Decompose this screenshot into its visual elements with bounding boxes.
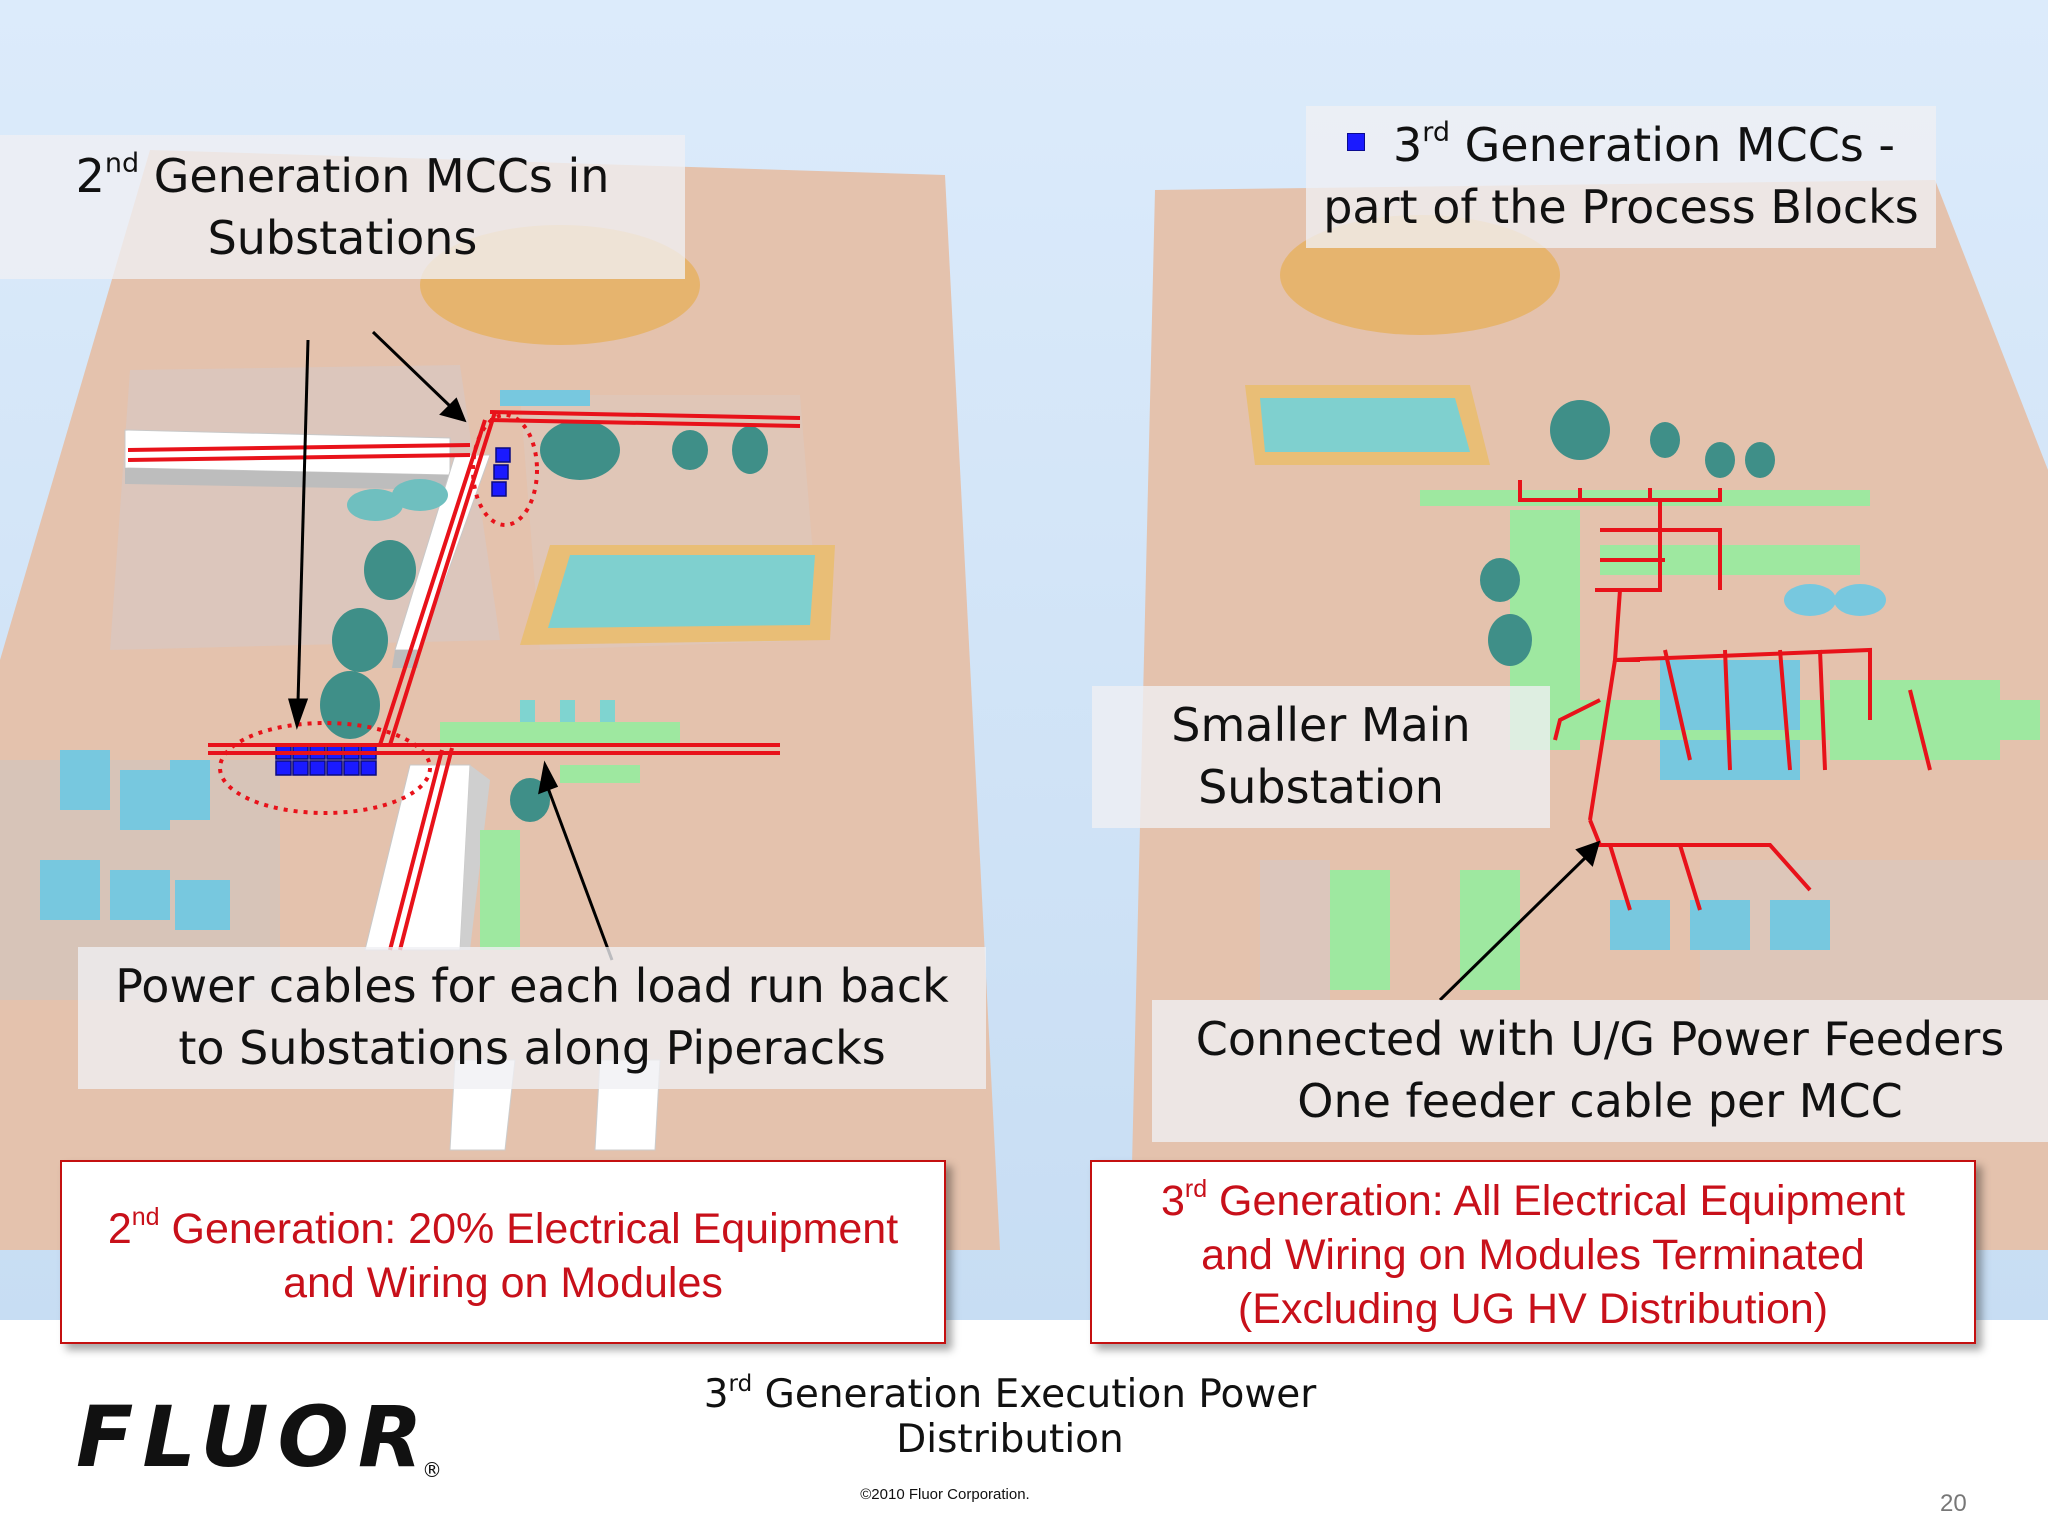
right-summary-line3: (Excluding UG HV Distribution) xyxy=(1237,1285,1829,1333)
left-tanks xyxy=(320,420,768,822)
left-modules xyxy=(440,700,680,950)
right-callout-top-line2: part of the Process Blocks xyxy=(1323,180,1919,234)
right-callout-top: 3rd Generation MCCs - part of the Proces… xyxy=(1306,106,1936,248)
right-callout-bottom-line2: One feeder cable per MCC xyxy=(1297,1074,1903,1128)
right-summary-line1: 3rd Generation: All Electrical Equipment xyxy=(1160,1175,1906,1226)
right-callout-top-line1: 3rd Generation MCCs - xyxy=(1306,114,1936,176)
left-callout-top-line1: 2nd Generation MCCs in xyxy=(75,148,610,203)
left-summary-box: 2nd Generation: 20% Electrical Equipment… xyxy=(60,1160,946,1344)
right-callout-bottom-line1: Connected with U/G Power Feeders xyxy=(1195,1012,2005,1066)
right-callout-mid-line1: Smaller Main xyxy=(1171,698,1471,752)
left-callout-bottom-line1: Power cables for each load run back xyxy=(115,959,949,1013)
registered-mark: ® xyxy=(422,1458,442,1482)
left-summary-line1: 2nd Generation: 20% Electrical Equipment xyxy=(107,1203,899,1254)
slide-title: 3rd Generation Execution Power Distribut… xyxy=(703,1371,1317,1462)
right-power-cables xyxy=(1518,480,1932,911)
left-arrows xyxy=(288,330,614,961)
left-power-cables xyxy=(127,410,801,951)
page-number: 20 xyxy=(1940,1490,1967,1517)
left-mcc-ring-bottom xyxy=(218,721,432,815)
left-callout-bottom: Power cables for each load run back to S… xyxy=(78,947,986,1089)
left-callout-top-line2: Substations xyxy=(207,211,478,265)
left-mcc-ring-top xyxy=(471,413,539,527)
right-summary-line2: and Wiring on Modules Terminated xyxy=(1201,1231,1865,1279)
bullet-square-icon xyxy=(1346,133,1365,151)
right-callout-bottom: Connected with U/G Power Feeders One fee… xyxy=(1152,1000,2048,1142)
left-callout-bottom-line2: to Substations along Piperacks xyxy=(178,1021,886,1075)
left-equipment xyxy=(40,390,590,930)
left-summary-line2: and Wiring on Modules xyxy=(283,1259,723,1307)
right-tanks xyxy=(1480,400,1775,666)
fluor-logo: FLUOR xyxy=(76,1388,432,1486)
copyright-notice: ©2010 Fluor Corporation. xyxy=(860,1486,1030,1503)
right-equipment xyxy=(1610,584,1886,950)
right-summary-box: 3rd Generation: All Electrical Equipment… xyxy=(1090,1160,1976,1344)
right-callout-mid-line2: Substation xyxy=(1198,760,1444,814)
right-callout-mid: Smaller Main Substation xyxy=(1092,686,1550,828)
right-arrow xyxy=(1438,840,1601,1002)
left-callout-top: 2nd Generation MCCs in Substations xyxy=(0,135,685,279)
